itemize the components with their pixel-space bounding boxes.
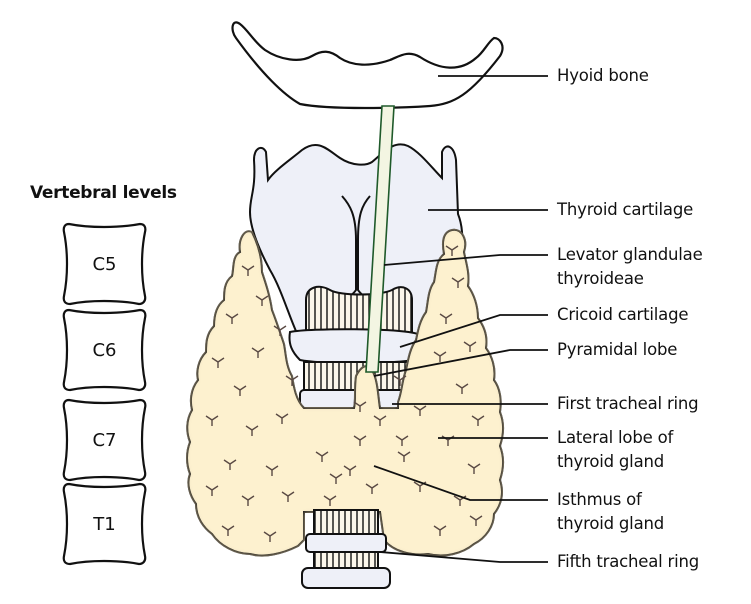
lobule-mark xyxy=(245,425,259,436)
lobule-mark xyxy=(353,401,367,412)
lobule-mark xyxy=(281,491,295,502)
label-first-tracheal-ring: First tracheal ring xyxy=(557,392,699,416)
lobule-mark xyxy=(205,485,219,496)
label-text: Isthmus of xyxy=(557,490,642,509)
lobule-mark xyxy=(467,463,481,474)
lobule-mark xyxy=(205,415,219,426)
label-pyramidal-lobe: Pyramidal lobe xyxy=(557,338,677,362)
lobule-mark xyxy=(469,515,483,526)
lobule-mark xyxy=(273,325,287,336)
lobule-mark xyxy=(365,483,379,494)
lobule-mark xyxy=(397,451,411,462)
leader-lines xyxy=(373,75,548,563)
label-cricoid-cartilage: Cricoid cartilage xyxy=(557,303,689,327)
thyroid-gland-shape xyxy=(186,228,504,557)
fifth-tracheal-ring-shape xyxy=(305,533,387,553)
label-text: Fifth tracheal ring xyxy=(557,552,700,571)
lobule-mark xyxy=(393,375,407,386)
vertebral-levels-title: Vertebral levels xyxy=(30,183,177,203)
hyoid-bone-shape xyxy=(231,21,504,110)
label-text: Cricoid cartilage xyxy=(557,305,689,324)
lobule-mark xyxy=(211,357,225,368)
label-hyoid-bone: Hyoid bone xyxy=(557,64,649,88)
lobule-mark xyxy=(275,413,289,424)
lobule-mark xyxy=(241,265,255,276)
lobule-mark xyxy=(251,347,265,358)
lobule-mark xyxy=(315,451,329,462)
lobule-mark xyxy=(263,531,277,542)
lobule-mark xyxy=(395,435,409,446)
lobule-mark xyxy=(343,465,357,476)
label-text: Thyroid cartilage xyxy=(557,200,694,219)
lobule-mark xyxy=(285,375,299,386)
lobule-mark xyxy=(445,245,459,256)
vertebra-c6: C6 xyxy=(61,306,148,394)
lobule-mark xyxy=(241,495,255,506)
vertebra-label: T1 xyxy=(93,513,116,535)
label-lateral-lobe: Lateral lobe of thyroid gland xyxy=(557,426,673,474)
lobule-mark xyxy=(455,383,469,394)
lobule-mark xyxy=(323,495,337,506)
lobule-mark xyxy=(255,295,269,306)
label-text: thyroideae xyxy=(557,269,644,288)
vertebra-t1: T1 xyxy=(61,480,148,568)
lobule-mark xyxy=(413,405,427,416)
label-text: Pyramidal lobe xyxy=(557,340,678,359)
label-isthmus: Isthmus of thyroid gland xyxy=(557,488,664,536)
lobule-mark xyxy=(223,459,237,470)
vertebra-label: C7 xyxy=(92,429,117,451)
lobule-mark xyxy=(439,313,453,324)
lobule-mark xyxy=(265,465,279,476)
label-text: Levator glandulae xyxy=(557,245,703,264)
trachea-bottom-ring xyxy=(301,567,391,589)
lobule-mark xyxy=(353,435,367,446)
vertebra-c5: C5 xyxy=(61,220,148,308)
lobule-mark xyxy=(373,415,387,426)
lobule-mark xyxy=(433,351,447,362)
label-fifth-tracheal-ring: Fifth tracheal ring xyxy=(557,550,699,574)
label-levator-glandulae-thyroideae: Levator glandulae thyroideae xyxy=(557,243,703,291)
lobule-mark xyxy=(451,277,465,288)
cricoid-cartilage-band xyxy=(288,328,420,364)
lobule-mark xyxy=(329,473,343,484)
lobule-mark xyxy=(433,525,447,536)
label-text: Hyoid bone xyxy=(557,66,649,85)
lobule-marks xyxy=(205,245,485,542)
lobule-mark xyxy=(221,525,235,536)
lobule-mark xyxy=(233,385,247,396)
label-text: thyroid gland xyxy=(557,514,665,533)
vertebra-label: C5 xyxy=(92,253,117,275)
cricoid-cartilage-lamina xyxy=(305,285,413,335)
vertebra-c7: C7 xyxy=(61,396,148,484)
vertebra-label: C6 xyxy=(92,339,117,361)
lobule-mark xyxy=(225,313,239,324)
label-text: First tracheal ring xyxy=(557,394,699,413)
levator-glandulae-thyroideae-shape xyxy=(365,105,395,373)
lobule-mark xyxy=(463,341,477,352)
label-text: Lateral lobe of xyxy=(557,428,674,447)
lobule-mark xyxy=(471,415,485,426)
label-text: thyroid gland xyxy=(557,452,665,471)
label-thyroid-cartilage: Thyroid cartilage xyxy=(557,198,693,222)
